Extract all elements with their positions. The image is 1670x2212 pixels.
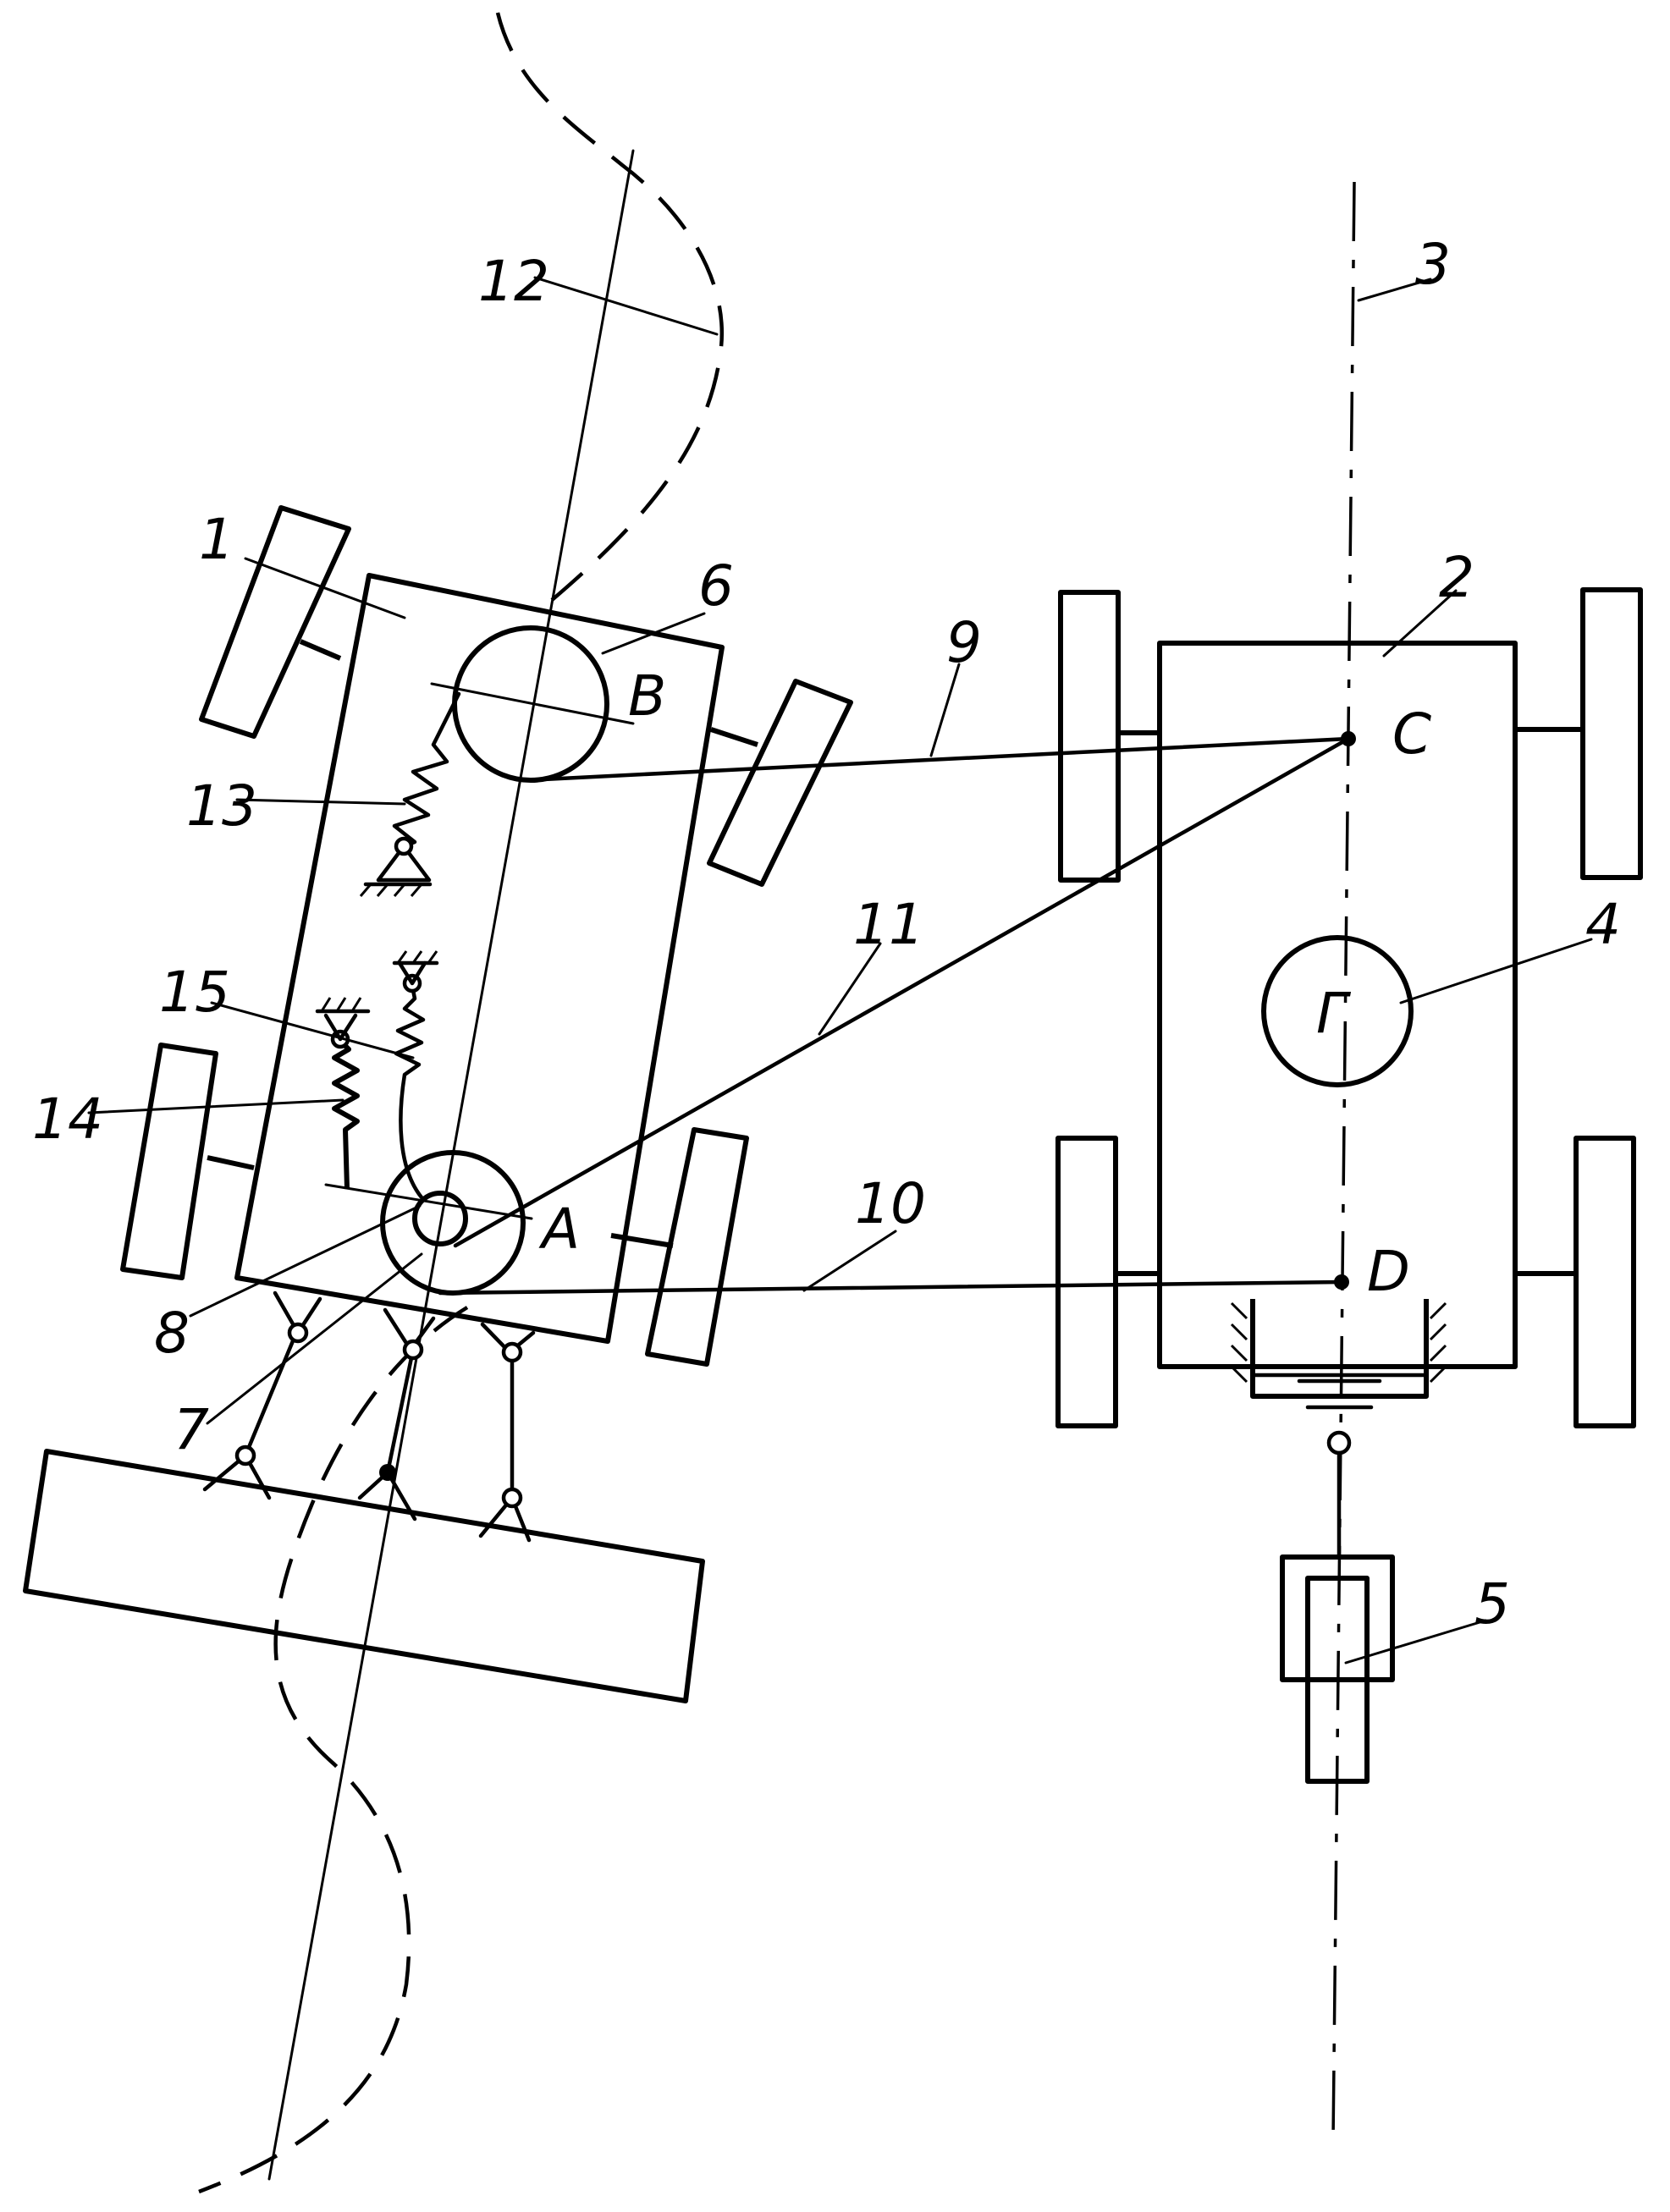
machine-axis-3: [1333, 182, 1354, 2141]
label-7: 7: [174, 1397, 209, 1462]
guide-path-lower: [199, 1307, 467, 2192]
point-c-label: C: [1392, 702, 1431, 767]
label-1: 1: [199, 507, 234, 572]
pulley-a-centerline: [326, 1185, 532, 1219]
label-10: 10: [855, 1171, 926, 1236]
point-b-label: B: [628, 663, 666, 729]
label-2: 2: [1439, 545, 1474, 610]
implement-axis: [269, 151, 633, 2179]
point-c-dot: [1341, 731, 1356, 746]
leader-lines: [89, 278, 1591, 1663]
label-9: 9: [946, 610, 982, 675]
label-15: 15: [159, 960, 230, 1025]
label-13: 13: [186, 773, 257, 839]
link-10: [440, 1282, 1342, 1293]
spring-14: [317, 998, 368, 1189]
spring-13: [361, 694, 459, 896]
label-14: 14: [32, 1087, 103, 1152]
implement-beam: [25, 1451, 703, 1701]
link-11: [455, 739, 1348, 1246]
frame-1-wheels: [123, 508, 851, 1364]
point-d-dot: [1334, 1274, 1349, 1290]
link-9: [526, 739, 1348, 780]
label-5: 5: [1474, 1571, 1510, 1637]
pulley-7: [383, 1153, 523, 1293]
label-6: 6: [698, 553, 734, 619]
label-11: 11: [853, 892, 924, 957]
label-3: 3: [1415, 232, 1451, 297]
point-a-label: A: [538, 1197, 580, 1262]
rear-coupling: [1232, 1299, 1446, 1453]
point-d-label: D: [1367, 1239, 1410, 1304]
label-8: 8: [154, 1301, 190, 1366]
generator-symbol: Г: [1316, 981, 1352, 1046]
label-4: 4: [1585, 892, 1621, 957]
label-12: 12: [478, 249, 549, 314]
